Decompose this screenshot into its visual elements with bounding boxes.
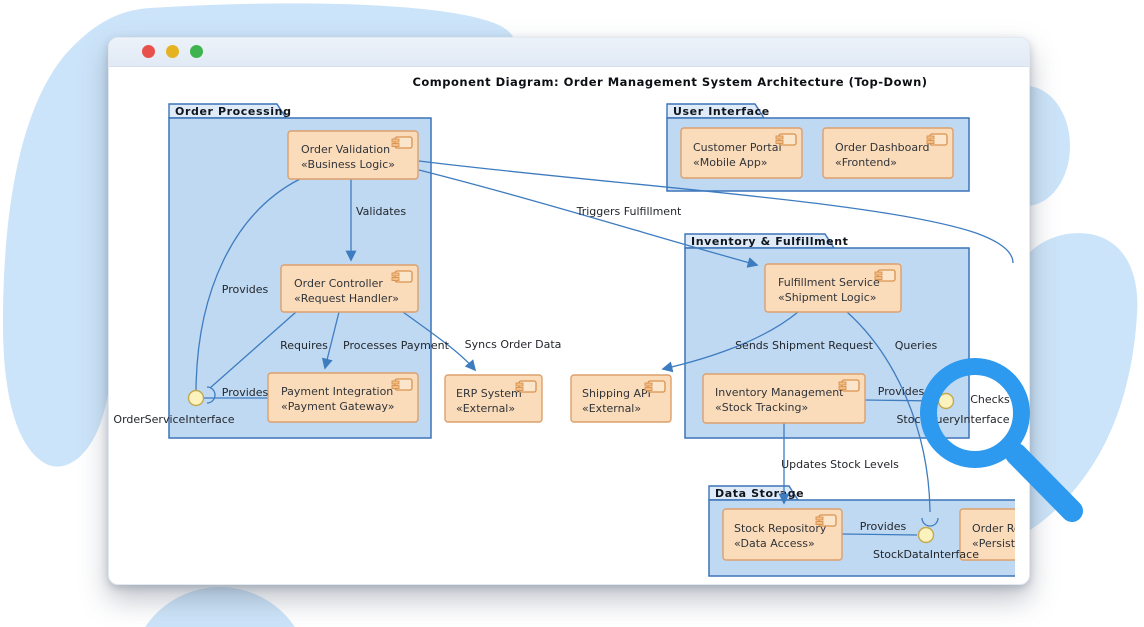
edge-label-triggers-fulfillment: Triggers Fulfillment xyxy=(576,205,682,218)
svg-text:Fulfillment Service: Fulfillment Service xyxy=(778,276,880,289)
component-order-validation: Order Validation «Business Logic» xyxy=(287,130,419,180)
svg-text:«Payment Gateway»: «Payment Gateway» xyxy=(281,400,395,413)
component-icon xyxy=(838,379,860,392)
svg-text:«Data Access»: «Data Access» xyxy=(734,537,815,550)
component-icon xyxy=(391,136,413,149)
interface-orderservice xyxy=(187,389,205,407)
component-icon xyxy=(391,270,413,283)
interface-label-orderservice: OrderServiceInterface xyxy=(113,413,234,426)
svg-text:«Request Handler»: «Request Handler» xyxy=(294,292,399,305)
component-icon xyxy=(391,378,413,391)
edge-label-processes-payment: Processes Payment xyxy=(343,339,450,352)
edge-label-queries: Queries xyxy=(895,339,938,352)
component-order-controller: Order Controller «Request Handler» xyxy=(280,264,419,313)
edge-label-provides-stockdata: Provides xyxy=(860,520,907,533)
svg-text:«Frontend»: «Frontend» xyxy=(835,156,897,169)
svg-text:«Shipment Logic»: «Shipment Logic» xyxy=(778,291,876,304)
package-name: Order Processing xyxy=(175,105,292,118)
window-content: Component Diagram: Order Management Syst… xyxy=(109,67,1031,586)
package-name: Inventory & Fulfillment xyxy=(691,235,849,248)
component-icon xyxy=(775,133,797,146)
svg-text:«External»: «External» xyxy=(456,402,515,415)
edge-label-syncs-order-data: Syncs Order Data xyxy=(465,338,562,351)
component-order-dashboard: Order Dashboard «Frontend» xyxy=(822,127,954,179)
interface-stockquery xyxy=(937,392,955,410)
component-stock-repository: Stock Repository «Data Access» xyxy=(722,508,843,561)
edge-label-provides-ov: Provides xyxy=(222,283,269,296)
component-erp-system: ERP System «External» xyxy=(444,374,543,423)
svg-text:«External»: «External» xyxy=(582,402,641,415)
interface-stockdata xyxy=(917,526,935,544)
edge-provides-orderservice xyxy=(195,178,301,391)
edge-processes-payment xyxy=(321,311,340,370)
edge-label-requires: Requires xyxy=(280,339,328,352)
edge-label-validates: Validates xyxy=(356,205,406,218)
component-icon xyxy=(815,514,837,527)
svg-text:«Stock Tracking»: «Stock Tracking» xyxy=(715,401,808,414)
edge-label-provides-payment: Provides xyxy=(222,386,269,399)
svg-text:ERP System: ERP System xyxy=(456,387,522,400)
svg-text:«Mobile App»: «Mobile App» xyxy=(693,156,768,169)
component-customer-portal: Customer Portal «Mobile App» xyxy=(680,127,803,179)
close-button[interactable] xyxy=(142,45,155,58)
zoom-button[interactable] xyxy=(190,45,203,58)
edge-sends-shipment xyxy=(661,311,799,373)
window-titlebar xyxy=(109,38,1029,67)
component-icon xyxy=(926,133,948,146)
svg-text:Customer Portal: Customer Portal xyxy=(693,141,782,154)
component-payment-integration: Payment Integration «Payment Gateway» xyxy=(267,372,419,423)
app-window: Component Diagram: Order Management Syst… xyxy=(108,37,1031,586)
component-diagram: Component Diagram: Order Management Syst… xyxy=(113,75,1031,577)
edge-queries xyxy=(846,311,931,513)
svg-text:Stock Repository: Stock Repository xyxy=(734,522,827,535)
package-name: Data Storage xyxy=(715,487,804,500)
svg-text:Inventory Management: Inventory Management xyxy=(715,386,844,399)
component-icon xyxy=(874,269,896,282)
minimize-button[interactable] xyxy=(166,45,179,58)
edge-syncs-order-data xyxy=(402,311,477,372)
edge-triggers-fulfillment xyxy=(418,169,759,268)
socket-orderservice xyxy=(206,386,216,404)
component-fulfillment-service: Fulfillment Service «Shipment Logic» xyxy=(764,263,902,313)
package-name: User Interface xyxy=(673,105,770,118)
edge-label-checks: Checks xyxy=(970,393,1010,406)
component-icon xyxy=(644,380,666,393)
component-icon xyxy=(515,380,537,393)
edge-stockdata-stem xyxy=(841,533,918,536)
edge-requires xyxy=(209,311,297,389)
blob-bottom xyxy=(145,587,295,627)
svg-text:Payment Integration: Payment Integration xyxy=(281,385,393,398)
svg-text:Order Controller: Order Controller xyxy=(294,277,383,290)
interface-label-stockdata: StockDataInterface xyxy=(873,548,979,561)
component-inventory-management: Inventory Management «Stock Tracking» xyxy=(702,373,866,424)
diagram-title: Component Diagram: Order Management Syst… xyxy=(412,75,927,89)
edge-label-sends-shipment: Sends Shipment Request xyxy=(735,339,874,352)
edge-label-provides-stockquery: Provides xyxy=(878,385,925,398)
svg-text:Order Validation: Order Validation xyxy=(301,143,390,156)
svg-text:Order Repository: Order Repository xyxy=(972,522,1015,535)
edge-checks xyxy=(418,160,1014,264)
socket-stockdata xyxy=(921,517,939,527)
svg-text:Shipping API: Shipping API xyxy=(582,387,651,400)
svg-text:«Business Logic»: «Business Logic» xyxy=(301,158,395,171)
component-shipping-api: Shipping API «External» xyxy=(570,374,672,423)
edge-label-updates-stock: Updates Stock Levels xyxy=(781,458,899,471)
svg-text:Order Dashboard: Order Dashboard xyxy=(835,141,929,154)
interface-label-stockquery: StockQueryInterface xyxy=(896,413,1009,426)
